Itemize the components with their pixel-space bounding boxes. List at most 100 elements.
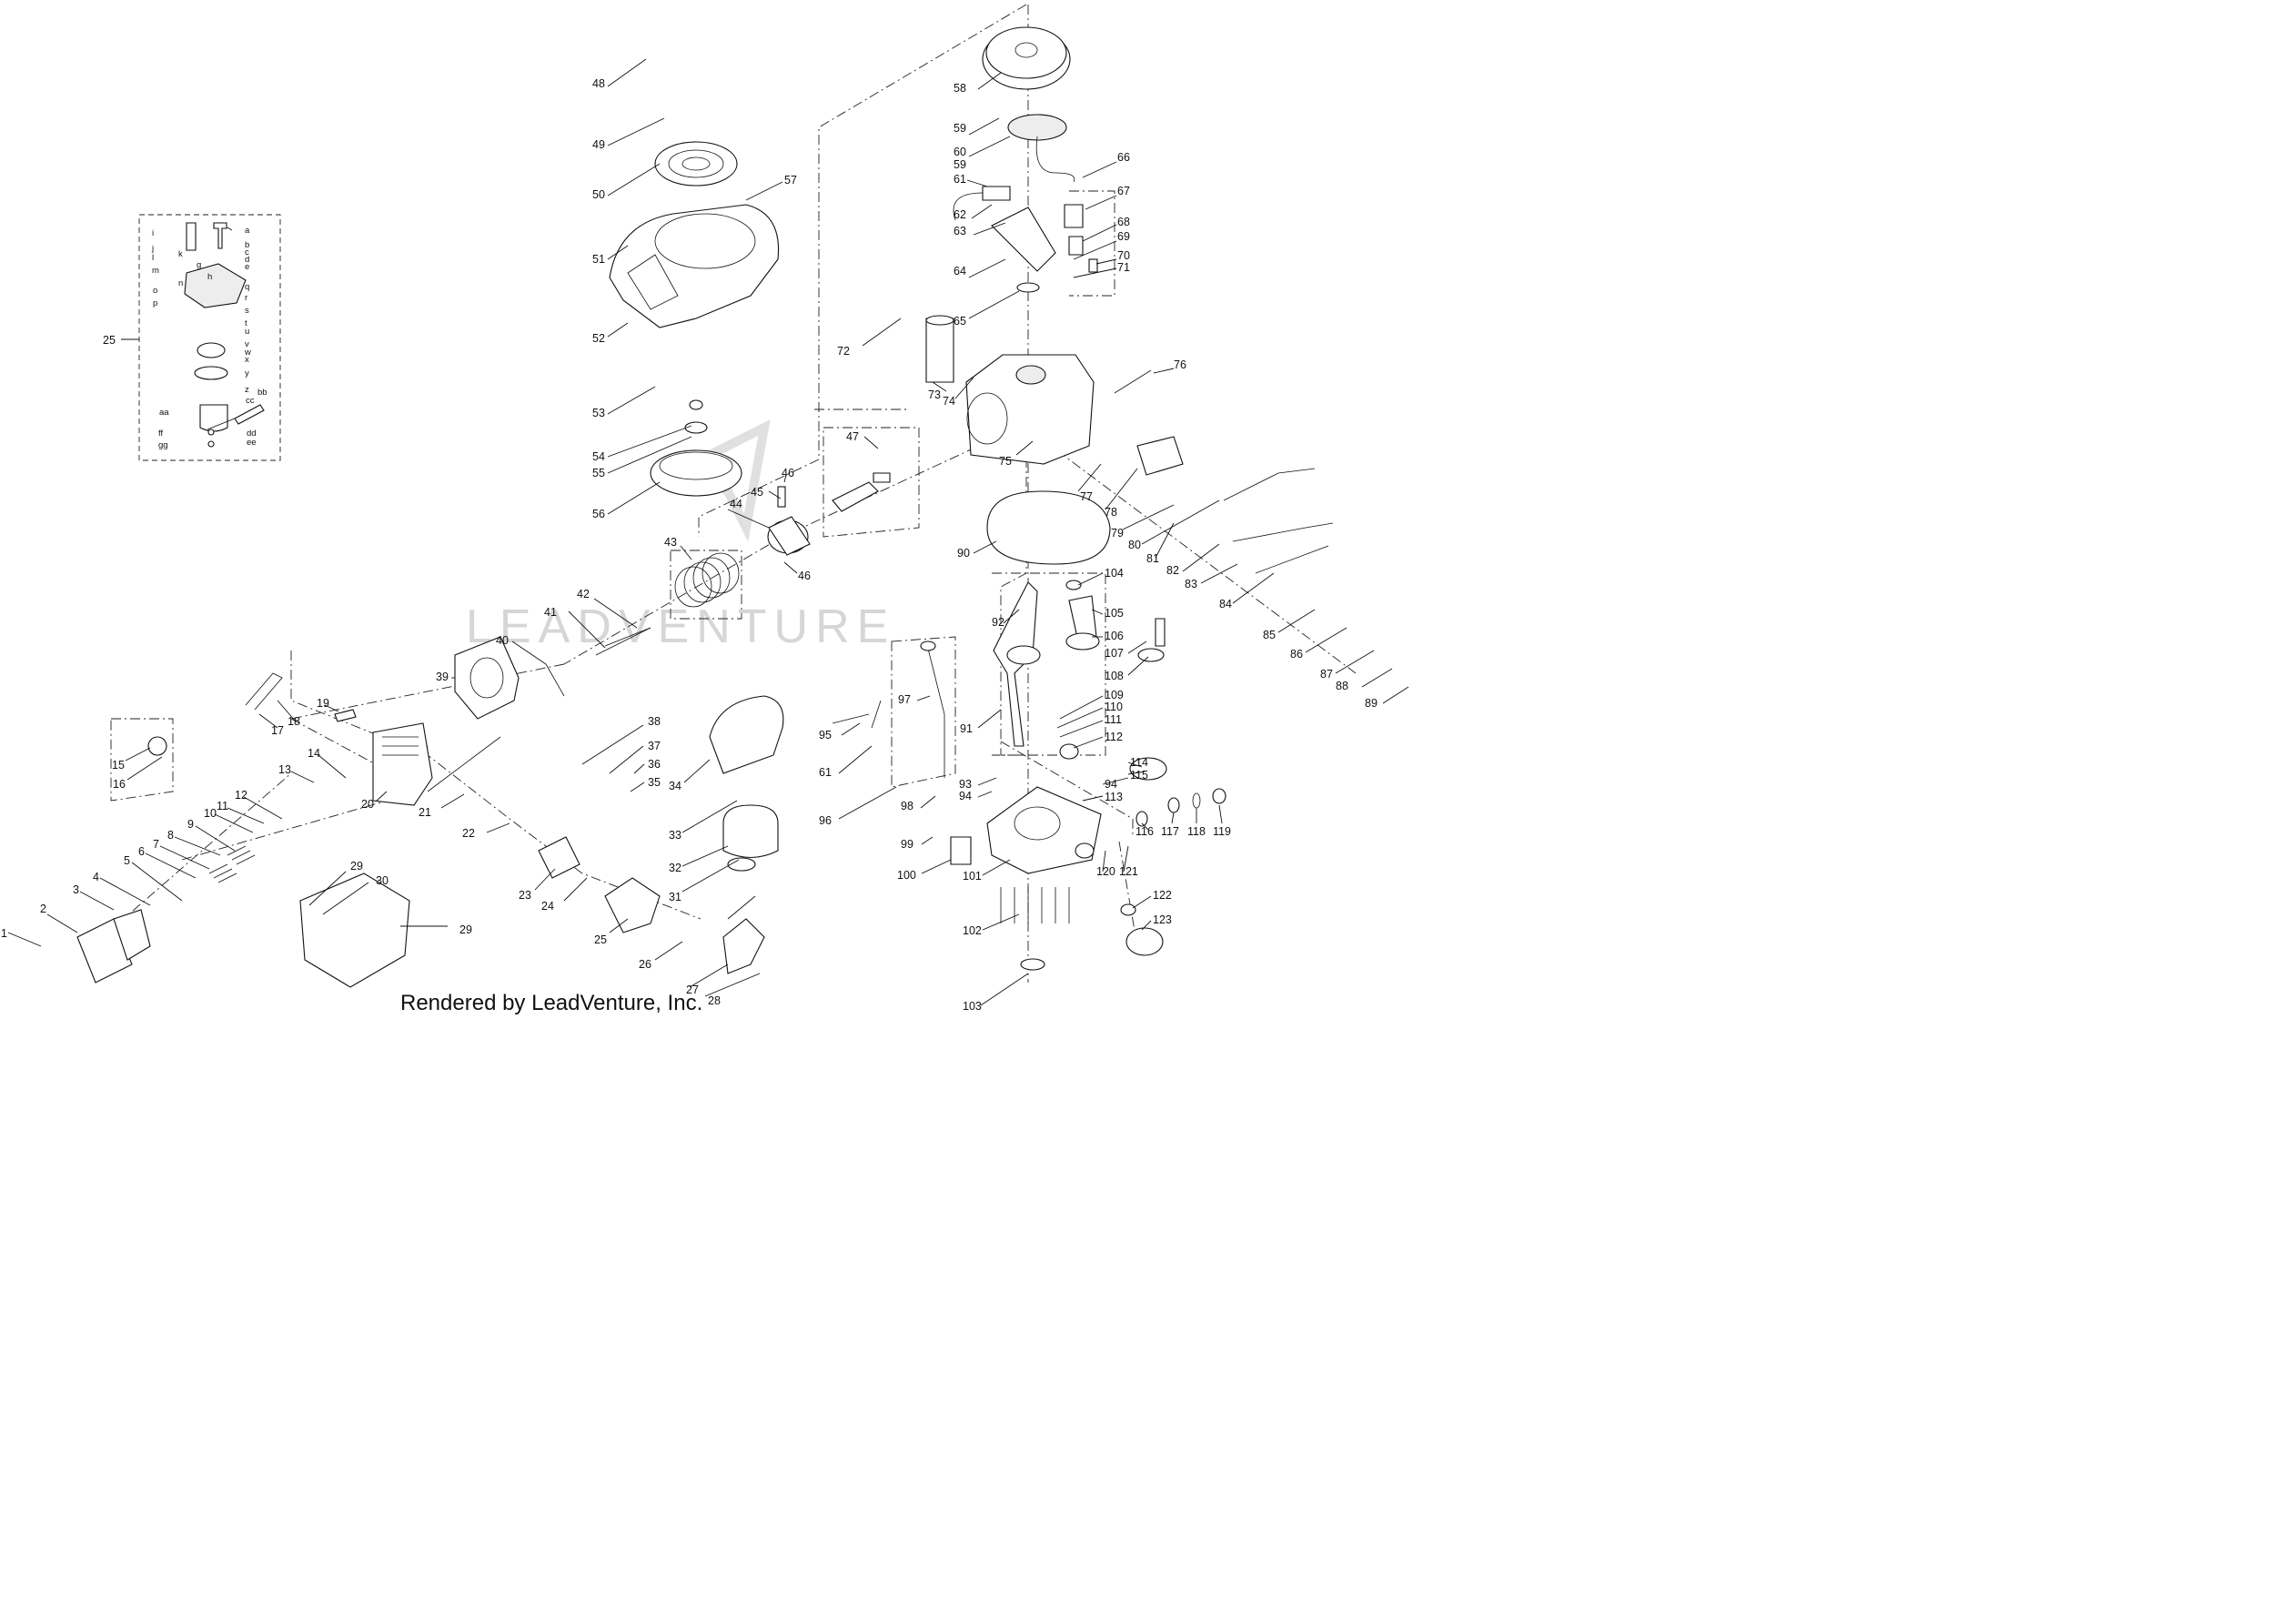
callout-92: 92: [992, 616, 1004, 629]
callout-29: 29: [459, 923, 472, 936]
callout-75: 75: [999, 455, 1012, 468]
carb-sub-label-y: y: [245, 368, 249, 378]
callout-43: 43: [664, 536, 677, 549]
callout-67: 67: [1117, 185, 1130, 197]
callout-28: 28: [708, 994, 721, 1007]
callout-3: 3: [73, 883, 79, 896]
carb-sub-label-v: v: [245, 339, 249, 349]
carb-sub-label-m: m: [152, 266, 159, 276]
callout-116: 116: [1136, 825, 1154, 838]
callout-50: 50: [592, 188, 605, 201]
callout-61: 61: [819, 766, 832, 779]
callout-4: 4: [93, 871, 99, 883]
carb-sub-label-dd: dd: [247, 429, 257, 439]
callout-70: 70: [1117, 249, 1130, 262]
carb-sub-label-s: s: [245, 306, 249, 316]
callout-105: 105: [1105, 607, 1124, 620]
callout-93: 93: [959, 778, 972, 791]
carb-sub-label-l: l: [152, 253, 154, 263]
callout-57: 57: [784, 174, 797, 187]
callout-89: 89: [1365, 697, 1378, 710]
callout-20: 20: [361, 798, 374, 811]
callout-27: 27: [686, 983, 699, 996]
callout-94: 94: [1105, 778, 1117, 791]
carb-sub-label-b: b: [245, 240, 249, 250]
carb-sub-label-w: w: [244, 348, 251, 358]
callout-36: 36: [648, 758, 661, 771]
callout-1: 1: [1, 927, 7, 940]
callout-72: 72: [837, 345, 850, 358]
carb-sub-label-x: x: [245, 355, 249, 365]
callout-18: 18: [288, 715, 300, 728]
callout-5: 5: [124, 854, 130, 867]
callout-83: 83: [1185, 578, 1197, 590]
callout-94: 94: [959, 790, 972, 802]
callout-48: 48: [592, 77, 605, 90]
callout-31: 31: [669, 891, 681, 903]
carb-sub-label-aa: aa: [159, 408, 169, 418]
callout-13: 13: [278, 763, 291, 776]
assembly-axis-lines: [110, 4, 1357, 983]
leader-lines: [7, 58, 1409, 1006]
callout-99: 99: [901, 838, 913, 851]
callout-11: 11: [217, 800, 228, 812]
callout-102: 102: [963, 924, 982, 937]
callout-9: 9: [187, 818, 194, 831]
callout-42: 42: [577, 588, 590, 600]
callout-90: 90: [957, 547, 970, 560]
callout-66: 66: [1117, 151, 1130, 164]
watermark-text: LEADVENTURE: [466, 600, 895, 653]
callout-61: 61: [954, 173, 966, 186]
carb-sub-label-d: d: [245, 255, 249, 265]
callout-101: 101: [963, 870, 982, 883]
carb-sub-label-ee: ee: [247, 438, 257, 448]
callout-88: 88: [1336, 680, 1348, 692]
callout-37: 37: [648, 740, 661, 752]
callout-12: 12: [235, 789, 247, 802]
callout-71: 71: [1117, 261, 1130, 274]
carb-sub-label-bb: bb: [257, 388, 267, 398]
callout-73: 73: [928, 388, 941, 401]
carb-sub-label-ff: ff: [158, 429, 163, 439]
callout-33: 33: [669, 829, 681, 842]
callout-117: 117: [1161, 825, 1179, 838]
callout-110: 110: [1105, 701, 1123, 713]
carb-sub-label-p: p: [153, 298, 157, 308]
footer-credit: Rendered by LeadVenture, Inc.: [400, 991, 702, 1015]
callout-60: 60: [954, 146, 966, 158]
carb-sub-label-o: o: [153, 286, 157, 296]
callout-112: 112: [1105, 731, 1123, 743]
callout-81: 81: [1146, 552, 1159, 565]
callout-8: 8: [167, 829, 174, 842]
callout-68: 68: [1117, 216, 1130, 228]
callout-26: 26: [639, 958, 651, 971]
carb-sub-label-t: t: [245, 318, 247, 328]
callout-107: 107: [1105, 647, 1124, 660]
callout-79: 79: [1111, 527, 1124, 540]
callout-15: 15: [112, 759, 125, 772]
callout-115: 115: [1130, 769, 1148, 782]
callout-86: 86: [1290, 648, 1303, 661]
callout-19: 19: [317, 697, 329, 710]
callout-58: 58: [954, 82, 966, 95]
callout-104: 104: [1105, 567, 1124, 580]
callout-119: 119: [1213, 825, 1231, 838]
callout-114: 114: [1130, 756, 1148, 769]
callout-54: 54: [592, 450, 605, 463]
callout-113: 113: [1105, 791, 1123, 803]
carb-sub-label-g: g: [197, 260, 201, 270]
callout-56: 56: [592, 508, 605, 520]
callout-69: 69: [1117, 230, 1130, 243]
callout-74: 74: [943, 395, 955, 408]
callout-64: 64: [954, 265, 966, 277]
callout-2: 2: [40, 903, 46, 915]
callout-118: 118: [1187, 825, 1206, 838]
callout-82: 82: [1166, 564, 1179, 577]
callout-6: 6: [138, 845, 145, 858]
callout-111: 111: [1105, 713, 1122, 726]
carb-sub-label-k: k: [178, 249, 183, 259]
callout-85: 85: [1263, 629, 1276, 641]
callout-80: 80: [1128, 539, 1141, 551]
callout-52: 52: [592, 332, 605, 345]
